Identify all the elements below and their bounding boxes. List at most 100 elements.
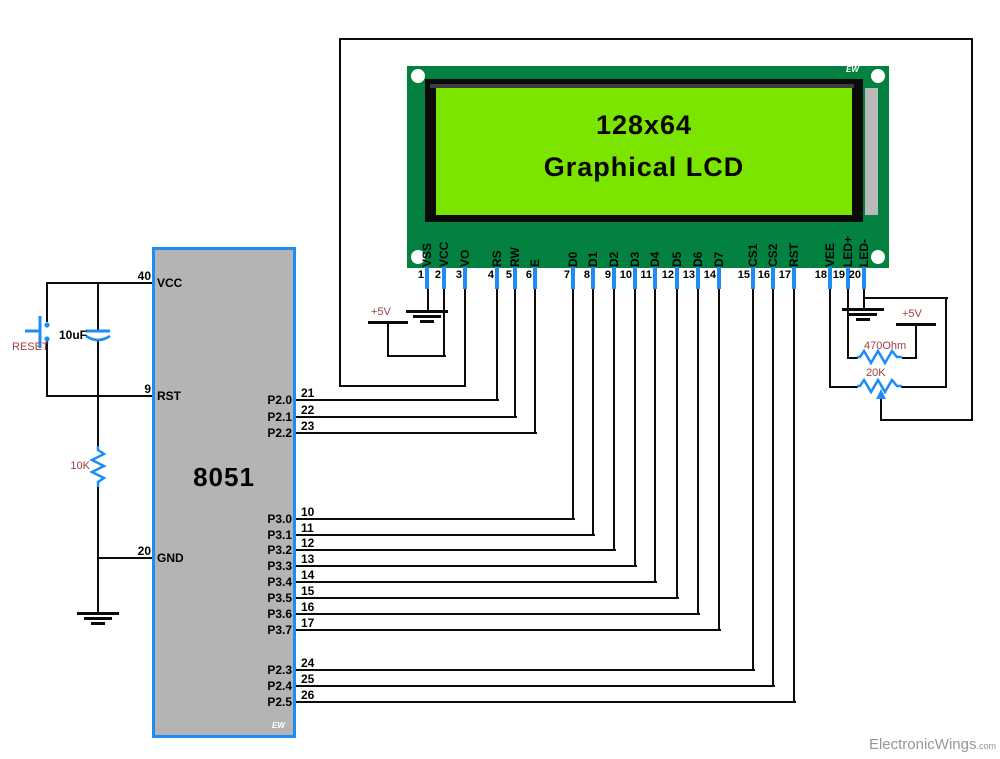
wire (294, 565, 637, 567)
contrast-pot-label: 20K (866, 367, 886, 379)
mcu-right-pin-label: P3.0 (267, 512, 292, 526)
lcd-pin-number: 9 (604, 269, 611, 281)
lcd-pin-stub (771, 267, 775, 289)
ground-bar (420, 320, 434, 323)
lcd-pin-name: LED- (857, 239, 871, 267)
lcd-pin-number: 5 (505, 269, 512, 281)
mcu-right-pin-label: P3.7 (267, 623, 292, 637)
supply-left-label: +5V (371, 306, 391, 318)
lcd-pin-stub (425, 267, 429, 289)
lcd-pin-name: D5 (670, 251, 684, 267)
lcd-pin-stub (828, 267, 832, 289)
lcd-bezel-shadow (430, 84, 854, 88)
ground-bar (842, 308, 884, 311)
wire (848, 357, 858, 359)
wire (654, 288, 656, 583)
resistor-10k-icon (89, 446, 107, 487)
lcd-pin-number: 16 (757, 269, 770, 281)
wire (676, 288, 678, 599)
lcd-pin-name: CS1 (746, 243, 760, 267)
wire (847, 288, 849, 359)
wire (752, 288, 754, 671)
ground-icon (77, 612, 119, 628)
lcd-pin-stub (533, 267, 537, 289)
wire (294, 685, 775, 687)
lcd-pin-number: 6 (525, 269, 532, 281)
wire (496, 288, 498, 401)
ground-bar (77, 612, 119, 615)
wire (340, 385, 466, 387)
mcu-right-pin-number: 14 (301, 568, 315, 582)
lcd-pin-number: 10 (619, 269, 632, 281)
mcu-right-pin-label: P2.3 (267, 663, 292, 677)
mcu-right-pin-number: 22 (301, 403, 315, 417)
mcu-right-pin-number: 10 (301, 505, 315, 519)
lcd-pin-name: D7 (712, 251, 726, 267)
power-5v-icon (896, 323, 936, 326)
wire (864, 297, 948, 299)
ground-bar (406, 310, 448, 313)
lcd-pin-name: RS (490, 250, 504, 267)
mcu-right-pin-label: P3.5 (267, 591, 292, 605)
wire (340, 38, 973, 40)
wire (464, 289, 466, 387)
wire (830, 386, 858, 388)
mcu-left-pin-label: RST (157, 389, 181, 403)
mcu-right-pin-label: P2.4 (267, 679, 292, 693)
lcd-pin-stub (495, 267, 499, 289)
mcu-left-pin-label: GND (157, 551, 184, 565)
lcd-pin-stub (513, 267, 517, 289)
wire (47, 395, 155, 397)
power-5v-icon (368, 321, 408, 324)
wire (339, 38, 341, 387)
wire (97, 557, 99, 613)
wire (46, 282, 48, 322)
mcu-right-pin-number: 11 (301, 521, 314, 535)
mcu-right-pin-number: 23 (301, 419, 315, 433)
wire (427, 288, 429, 312)
ground-icon (842, 308, 884, 324)
mcu-right-pin-number: 17 (301, 616, 315, 630)
backlight-resistor-label: 470Ohm (864, 340, 907, 352)
wire (634, 288, 636, 567)
wire (98, 557, 155, 559)
mounting-hole-icon (871, 250, 885, 264)
mcu-right-pin-label: P3.2 (267, 543, 292, 557)
resistor-470-icon (857, 348, 902, 366)
wire (294, 613, 700, 615)
mcu-right-pin-number: 13 (301, 552, 315, 566)
potentiometer-20k-icon (857, 377, 902, 399)
mcu-left-pin-number: 20 (137, 544, 151, 558)
mcu-right-pin-number: 24 (301, 656, 315, 670)
lcd-pin-name: VSS (420, 242, 434, 267)
mcu-right-pin-label: P3.1 (267, 528, 292, 542)
wire (47, 282, 155, 284)
mcu-8051-body (152, 247, 296, 738)
mcu-right-pin-number: 21 (301, 386, 315, 400)
wire (97, 485, 99, 559)
wire (863, 288, 865, 309)
lcd-pin-number: 11 (640, 269, 652, 281)
lcd-pin-name: D3 (628, 251, 642, 267)
lcd-pin-name: VCC (437, 241, 451, 267)
brand-text: ElectronicWings.com (869, 736, 996, 753)
brand-suffix: .com (976, 741, 996, 751)
lcd-pin-number: 17 (778, 269, 791, 281)
wire (902, 357, 917, 359)
wire (46, 341, 48, 397)
mcu-right-pin-label: P3.6 (267, 607, 292, 621)
wire (945, 297, 947, 388)
wire (971, 38, 973, 421)
lcd-pin-name: RST (787, 243, 801, 267)
wire (294, 629, 721, 631)
lcd-pin-number: 12 (661, 269, 674, 281)
wire (388, 355, 446, 357)
lcd-pin-number: 3 (455, 269, 462, 281)
wire (793, 288, 795, 703)
lcd-pin-stub (675, 267, 679, 289)
lcd-pin-stub (571, 267, 575, 289)
mcu-right-pin-number: 15 (301, 584, 315, 598)
mcu-right-pin-number: 26 (301, 688, 315, 702)
wire (294, 549, 616, 551)
wire (901, 386, 947, 388)
